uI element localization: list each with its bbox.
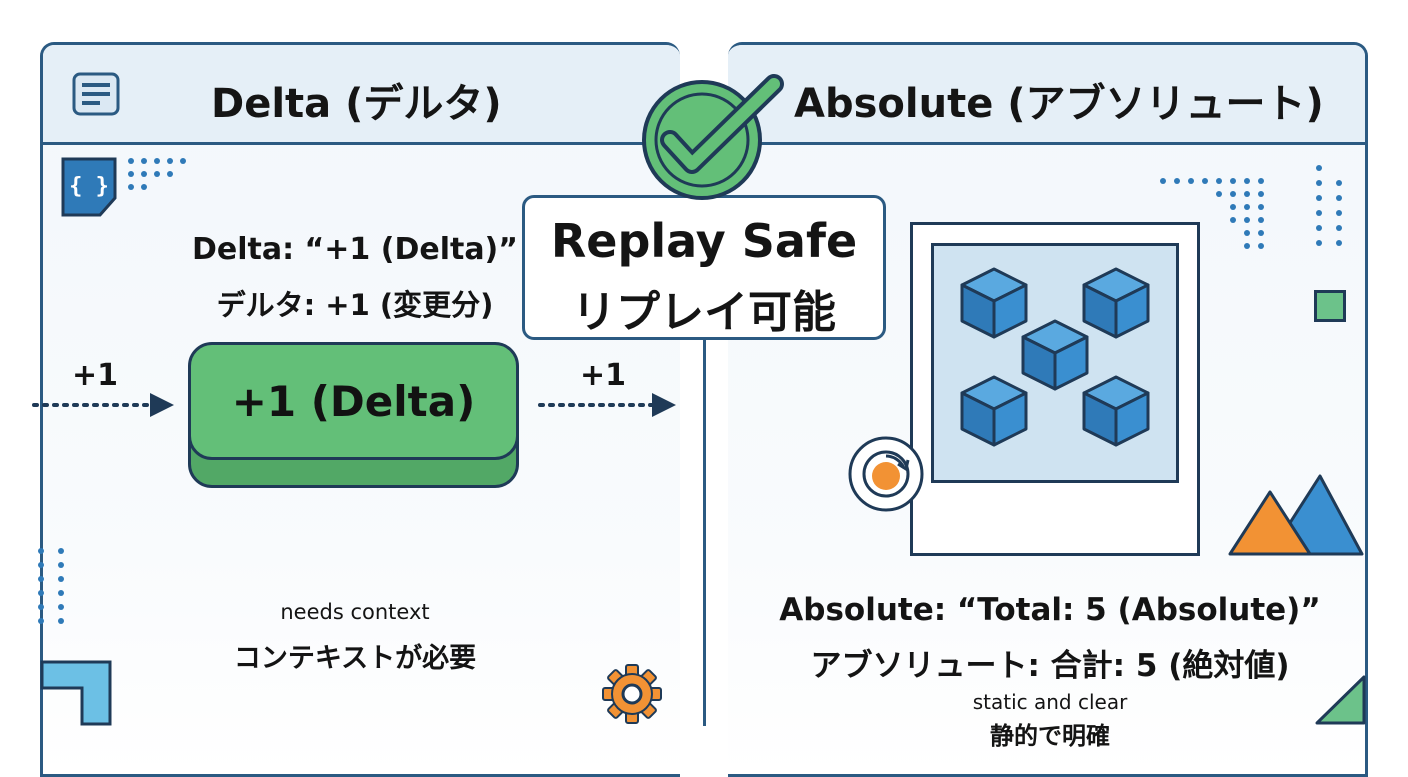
- cube-icon: [1082, 267, 1150, 339]
- delta-panel: Delta (デルタ): [40, 42, 680, 777]
- absolute-panel: Absolute (アブソリュート): [728, 42, 1368, 777]
- dot-pattern-bottom-left: [38, 548, 64, 624]
- absolute-example-en: Absolute: “Total: 5 (Absolute)”: [779, 592, 1321, 628]
- green-triangle-icon: [1315, 675, 1366, 725]
- badge-line2: リプレイ可能: [572, 287, 836, 338]
- absolute-example-ja: アブソリュート: 合計: 5 (絶対値): [810, 648, 1290, 684]
- absolute-panel-header: Absolute (アブソリュート): [728, 45, 1365, 145]
- absolute-title: Absolute (アブソリュート): [794, 81, 1324, 127]
- delta-example-ja: デルタ: +1 (変更分): [216, 288, 494, 322]
- arrow-out: [538, 393, 676, 417]
- code-braces-icon: { }: [61, 157, 117, 217]
- delta-button: +1 (Delta): [188, 342, 519, 460]
- arrow-in: [32, 393, 174, 417]
- corner-bracket-icon: [40, 660, 112, 726]
- svg-text:{ }: { }: [69, 174, 109, 199]
- delta-title: Delta (デルタ): [211, 81, 502, 127]
- green-square-icon: [1314, 290, 1346, 322]
- dot-pattern-top-left: [128, 158, 186, 190]
- absolute-note-ja: 静的で明確: [990, 722, 1110, 750]
- mountain-icon: [1228, 474, 1364, 556]
- dot-pattern-top-right-b: [1316, 165, 1342, 246]
- delta-example-en: Delta: “+1 (Delta)”: [192, 232, 518, 267]
- dot-pattern-top-right-a: [1160, 178, 1264, 249]
- absolute-note-en: static and clear: [972, 690, 1128, 714]
- delta-note-ja: コンテキストが必要: [233, 643, 477, 674]
- arrow-out-label: +1: [580, 358, 627, 393]
- checkmark-icon: [642, 74, 784, 200]
- delta-panel-header: Delta (デルタ): [43, 45, 680, 145]
- replay-safe-badge: Replay Safe リプレイ可能: [522, 195, 886, 340]
- badge-line1: Replay Safe: [550, 214, 858, 268]
- cube-icon: [1082, 375, 1150, 447]
- refresh-icon: [848, 436, 924, 512]
- gear-icon: [602, 664, 662, 724]
- center-divider: [703, 338, 706, 726]
- document-icon: [72, 72, 120, 116]
- cube-icon: [1021, 319, 1089, 391]
- cube-cluster: [960, 267, 1150, 447]
- cube-icon: [960, 267, 1028, 339]
- delta-note-en: needs context: [280, 600, 430, 624]
- arrow-in-label: +1: [72, 358, 119, 393]
- cube-icon: [960, 375, 1028, 447]
